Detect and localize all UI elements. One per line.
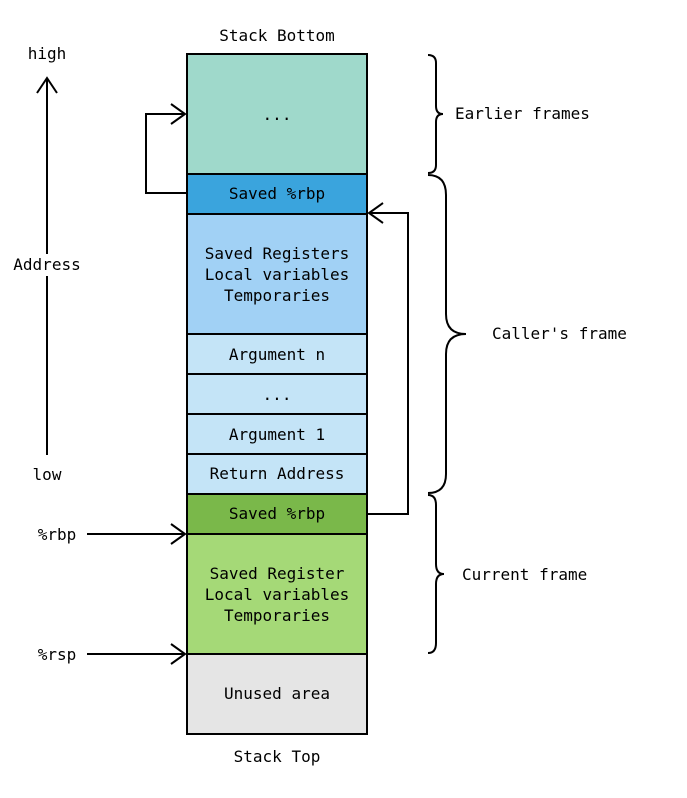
stack-top-label: Stack Top	[234, 747, 321, 766]
cell-box	[186, 213, 368, 335]
cell-line: Saved %rbp	[229, 504, 325, 523]
rsp-pointer-arrowhead	[170, 643, 187, 665]
cell-box	[186, 413, 368, 455]
cell-line: Temporaries	[224, 286, 330, 305]
stack-cell-argument-1: Argument 1	[186, 413, 368, 455]
brace-icon	[427, 494, 445, 654]
address-axis: high Address low	[8, 44, 88, 484]
cell-line: ...	[263, 105, 292, 124]
cell-box	[186, 493, 368, 535]
address-axis-label: Address	[13, 255, 80, 274]
cell-line: Local variables	[205, 585, 350, 604]
earlier-frames-brace: Earlier frames	[427, 54, 590, 174]
stack-cell-current-locals: Saved Register Local variables Temporari…	[186, 533, 368, 655]
current-rbp-link-arrowhead	[367, 202, 384, 224]
cell-line: Saved Register	[210, 564, 345, 583]
brace-icon	[427, 54, 444, 174]
caller-rbp-link-path	[145, 113, 187, 194]
callers-frame-brace: Caller's frame	[427, 174, 627, 494]
cell-line: Saved Registers	[205, 244, 350, 263]
address-label-mask	[8, 254, 88, 276]
rsp-pointer: %rsp	[38, 643, 187, 665]
cell-line: Local variables	[205, 265, 350, 284]
cell-line: Saved %rbp	[229, 184, 325, 203]
cell-line: Unused area	[224, 684, 330, 703]
address-axis-arrowhead	[36, 76, 58, 94]
cell-line: Temporaries	[224, 606, 330, 625]
rsp-pointer-label: %rsp	[38, 645, 77, 664]
cell-box	[186, 653, 368, 735]
cell-line: ...	[263, 385, 292, 404]
cell-box	[186, 53, 368, 175]
rbp-pointer: %rbp	[38, 523, 187, 545]
rbp-pointer-arrowhead	[170, 523, 187, 545]
address-high-label: high	[28, 44, 67, 63]
stack-cell-earlier-frames: ...	[186, 53, 368, 175]
stack-cells: ... Saved %rbp Saved Registers Local var…	[186, 53, 368, 735]
cell-line: Argument n	[229, 345, 325, 364]
stack-cell-caller-locals: Saved Registers Local variables Temporar…	[186, 213, 368, 335]
cell-line: Return Address	[210, 464, 345, 483]
stack-cell-caller-saved-rbp: Saved %rbp	[186, 173, 368, 215]
current-frame-brace: Current frame	[427, 494, 587, 654]
stack-cell-current-saved-rbp: Saved %rbp	[186, 493, 368, 535]
cell-line: Argument 1	[229, 425, 325, 444]
earlier-frames-label: Earlier frames	[455, 104, 590, 123]
stack-cell-unused-area: Unused area	[186, 653, 368, 735]
current-rbp-link-arrow	[367, 202, 409, 515]
callers-frame-label: Caller's frame	[492, 324, 627, 343]
brace-icon	[427, 174, 467, 494]
caller-rbp-link-arrowhead	[170, 103, 187, 125]
caller-rbp-link-arrow	[145, 103, 187, 194]
cell-box	[186, 333, 368, 375]
stack-cell-arguments-ellipsis: ...	[186, 373, 368, 415]
stack-cell-return-address: Return Address	[186, 453, 368, 495]
stack-bottom-label: Stack Bottom	[219, 26, 335, 45]
current-frame-label: Current frame	[462, 565, 587, 584]
cell-box	[186, 173, 368, 215]
stack-cell-argument-n: Argument n	[186, 333, 368, 375]
current-rbp-link-path	[367, 212, 409, 515]
rbp-pointer-label: %rbp	[38, 525, 77, 544]
address-low-label: low	[33, 465, 62, 484]
